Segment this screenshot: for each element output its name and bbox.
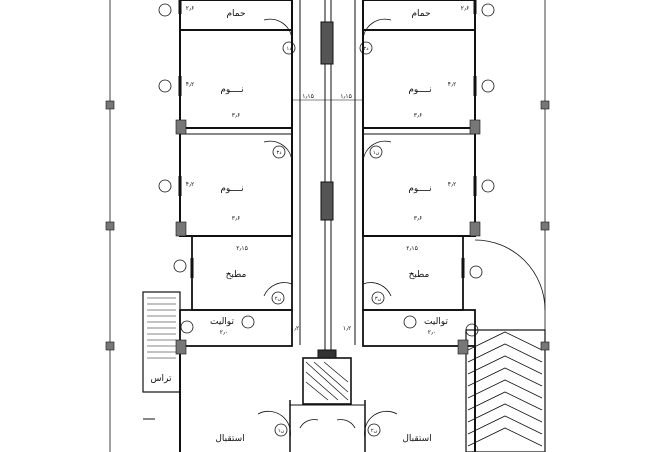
room-bed-right-1: نــــوم xyxy=(408,85,431,95)
room-reception-right: استقبال xyxy=(402,434,431,444)
windows xyxy=(178,0,477,278)
dim-bath-h-left: ۲٫۶ xyxy=(186,5,194,12)
room-toilet-right: توالیت xyxy=(424,317,448,327)
dim-bed-left-1: ۳٫۶ xyxy=(232,112,240,119)
room-bath-left: حمام xyxy=(226,9,245,19)
dim-stair-right: ۱٫۲ xyxy=(343,325,351,332)
toilet-right-wall xyxy=(362,309,476,347)
room-toilet-left: توالیت xyxy=(210,317,234,327)
door-code-tag: د۱ xyxy=(287,46,292,52)
entry-door-swing xyxy=(474,239,546,311)
dim-corridor-right: ۱٫۱۵ xyxy=(340,93,352,100)
dim-bed-h-left-1: ۴٫۲ xyxy=(186,81,194,88)
room-kitchen-left: مطبخ xyxy=(226,270,247,280)
room-bed-left-1: نــــوم xyxy=(220,85,243,95)
dim-corridor-left: ۱٫۱۵ xyxy=(302,93,314,100)
elevator-hatch xyxy=(305,361,349,401)
door-code-tag: د۳ xyxy=(277,150,282,156)
room-bed-left-2: نــــوم xyxy=(220,184,243,194)
stair-chevrons xyxy=(467,331,543,447)
core-lintel xyxy=(317,349,337,359)
staircase xyxy=(465,329,546,452)
window-tags xyxy=(158,3,495,437)
door-code-tag: ن۳ xyxy=(375,296,382,302)
room-kitchen-right: مطبخ xyxy=(409,270,430,280)
door-code-tag: ن۱ xyxy=(278,428,285,434)
dim-bed-right-2: ۳٫۶ xyxy=(414,215,422,222)
dim-kitchen-left: ۲٫۱۵ xyxy=(236,245,248,252)
dim-bed-left-2: ۳٫۶ xyxy=(232,215,240,222)
terrace-hatch xyxy=(147,297,176,359)
room-bed-right-2: نــــوم xyxy=(408,184,431,194)
dim-toilet-right: ۲٫۰ xyxy=(428,329,436,336)
room-bath-right: حمام xyxy=(411,9,430,19)
room-reception-left: استقبال xyxy=(215,434,244,444)
door-code-tag: ن۲ xyxy=(371,428,378,434)
toilet-left-wall xyxy=(179,309,293,347)
room-terrace: تراس xyxy=(151,374,172,384)
dim-kitchen-right: ۲٫۱۵ xyxy=(406,245,418,252)
column-2 xyxy=(320,181,334,221)
dim-bed-right-1: ۳٫۶ xyxy=(414,112,422,119)
dim-bed-h-right-1: ۴٫۲ xyxy=(448,81,456,88)
door-code-tag: ن۱ xyxy=(373,150,380,156)
door-swings xyxy=(257,18,398,439)
dim-toilet-left: ۲٫۰ xyxy=(220,329,228,336)
door-code-tag: ن۲ xyxy=(275,296,282,302)
door-tags: د۱ د۲ د۳ ن۱ ن۲ ن۳ ن۱ ن۲ xyxy=(275,46,382,434)
door-code-tag: د۲ xyxy=(364,46,369,52)
wall-posts xyxy=(105,100,550,355)
dim-bed-h-right-2: ۴٫۲ xyxy=(448,181,456,188)
column-1 xyxy=(320,21,334,65)
dim-stair-left: ۱٫۲ xyxy=(291,325,299,332)
dim-bath-h-right: ۲٫۶ xyxy=(461,5,469,12)
dim-bed-h-left-2: ۴٫۲ xyxy=(186,181,194,188)
